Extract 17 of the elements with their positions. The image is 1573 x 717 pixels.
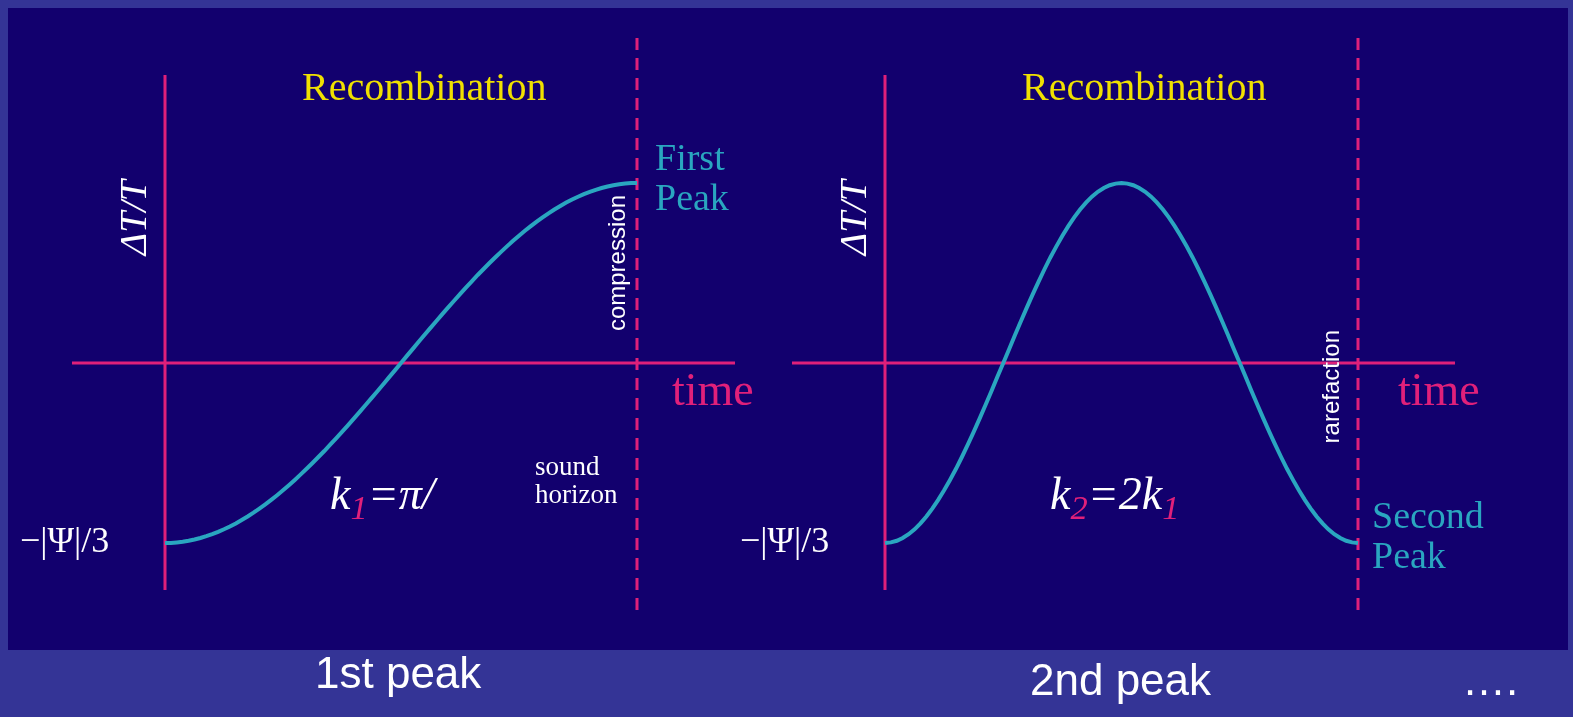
heading-label: Recombination xyxy=(302,66,547,108)
value-label: −|Ψ|/3 xyxy=(740,522,830,560)
axis-label: time xyxy=(672,366,754,415)
peak-label: First Peak xyxy=(655,138,730,218)
formula-label: sound horizon xyxy=(535,452,619,509)
heading-label: Recombination xyxy=(1022,66,1267,108)
phase-label: rarefaction xyxy=(1318,330,1344,444)
caption-label: 1st peak xyxy=(315,650,482,697)
ellipsis-label: …. xyxy=(1462,657,1519,704)
axis-label: ΔT/T xyxy=(114,180,154,256)
axis-label: ΔT/T xyxy=(834,180,874,256)
peak-label: Second Peak xyxy=(1372,496,1485,576)
phase-label: compression xyxy=(604,195,630,332)
value-label: −|Ψ|/3 xyxy=(20,522,110,560)
axis-label: time xyxy=(1398,366,1480,415)
caption-label: 2nd peak xyxy=(1030,657,1212,704)
formula-label: k$_{2}$=2k$_{1}$ xyxy=(1050,470,1180,526)
